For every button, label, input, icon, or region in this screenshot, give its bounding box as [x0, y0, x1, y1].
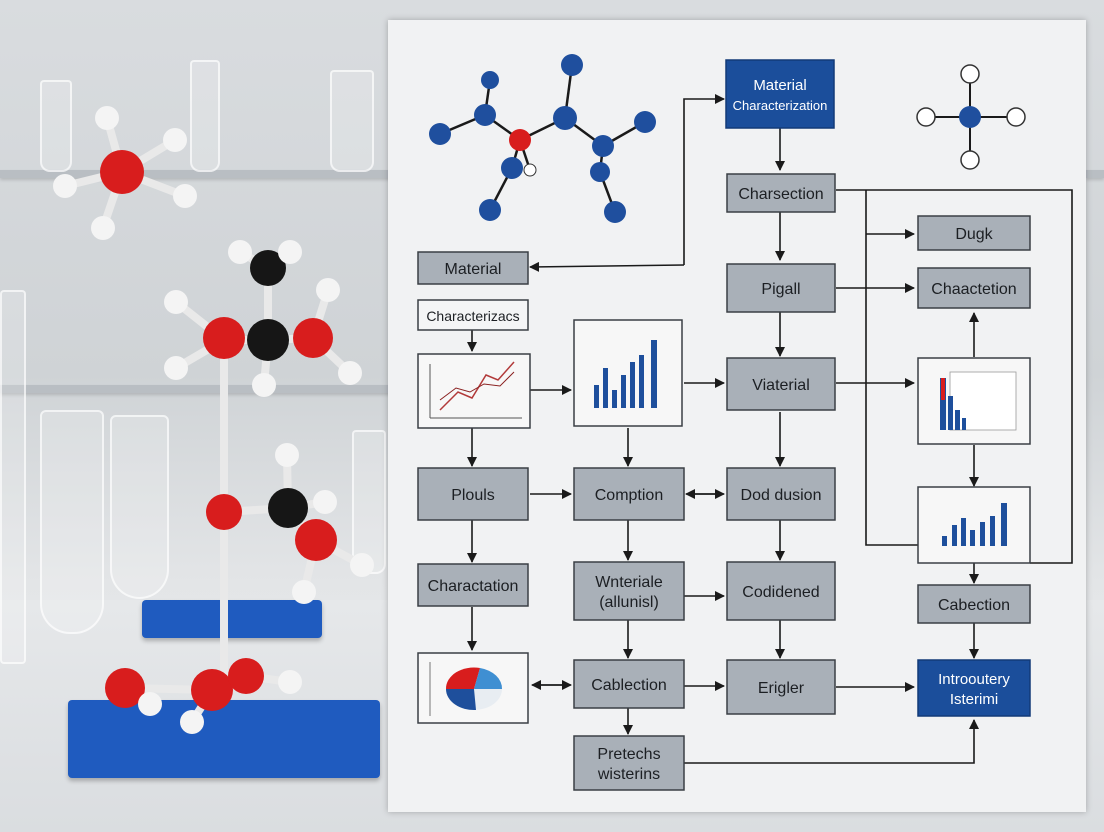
- node-box: [917, 267, 1031, 309]
- node-box: [726, 263, 836, 313]
- shelf-right-upper: [1086, 170, 1104, 178]
- node-box: [726, 357, 836, 411]
- node-box: [917, 215, 1031, 251]
- node-box: [726, 173, 836, 213]
- node-label: Wnteriale: [595, 574, 663, 591]
- node-label: Chaactetion: [931, 281, 1016, 298]
- pie-chart-thumbnail: [417, 652, 529, 724]
- node-chaactetion: Chaactetion: [917, 267, 1031, 309]
- node-cabection: Cabection: [917, 584, 1031, 624]
- node-label: Charactation: [428, 578, 519, 595]
- node-label: Plouls: [451, 487, 495, 504]
- node-box: [573, 659, 685, 709]
- node-box: [417, 299, 529, 331]
- node-box: [417, 467, 529, 521]
- node-label: wisterins: [597, 766, 660, 783]
- node-box: [573, 467, 685, 521]
- glass-column: [0, 290, 26, 664]
- test-tube-rack: [352, 430, 386, 574]
- node-label: Viaterial: [752, 377, 810, 394]
- node-cablection: Cablection: [573, 659, 685, 709]
- node-dod-dusion: Dod dusion: [726, 467, 836, 521]
- node-label: Pigall: [761, 281, 800, 298]
- node-label: Material: [753, 77, 806, 94]
- node-wnteriale: Wnteriale (allunisl): [573, 561, 685, 621]
- node-label: Isterimi: [950, 691, 998, 708]
- line-chart-thumbnail: [417, 353, 531, 429]
- node-charsection: Charsection: [726, 173, 836, 213]
- node-box: [417, 563, 529, 607]
- node-box: [725, 59, 835, 129]
- node-box: [917, 584, 1031, 624]
- node-label: Comption: [595, 487, 663, 504]
- glass-cylinder: [190, 60, 220, 172]
- node-pretechs: Pretechs wisterins: [573, 735, 685, 791]
- node-label: Dugk: [955, 226, 993, 243]
- shelf-upper: [0, 170, 420, 178]
- node-label: Charsection: [738, 186, 823, 203]
- histogram-thumbnail: [917, 357, 1031, 445]
- bar-chart-thumbnail: [917, 486, 1031, 564]
- node-label: Cablection: [591, 677, 667, 694]
- node-material: Material: [417, 251, 529, 285]
- node-plouls: Plouls: [417, 467, 529, 521]
- node-label: Codidened: [742, 584, 819, 601]
- node-box: [726, 561, 836, 621]
- node-label: Characterization: [733, 98, 828, 113]
- erlenmeyer-flask: [40, 410, 104, 634]
- node-characterizacs: Characterizacs: [417, 299, 529, 331]
- node-label: Material: [445, 261, 502, 278]
- node-pigall: Pigall: [726, 263, 836, 313]
- node-viaterial: Viaterial: [726, 357, 836, 411]
- glass-beaker: [330, 70, 374, 172]
- node-label: Cabection: [938, 597, 1010, 614]
- glass-beaker: [40, 80, 72, 172]
- node-box: [573, 735, 685, 791]
- node-codidened: Codidened: [726, 561, 836, 621]
- node-box: [726, 659, 836, 715]
- node-box: [726, 467, 836, 521]
- molecule-model: [429, 54, 656, 223]
- node-dugk: Dugk: [917, 215, 1031, 251]
- molecule-model: [53, 106, 374, 734]
- molecule-model: [916, 64, 1026, 170]
- node-box: [573, 561, 685, 621]
- node-comption: Comption: [573, 467, 685, 521]
- shelf-lower: [0, 385, 420, 393]
- model-stand-base: [68, 700, 380, 778]
- node-box: [417, 251, 529, 285]
- bar-chart-thumbnail: [573, 319, 683, 427]
- node-erigler: Erigler: [726, 659, 836, 715]
- node-label: Characterizacs: [426, 308, 519, 324]
- model-stand-base: [142, 600, 322, 638]
- flowchart-edges: [467, 94, 1073, 764]
- node-label: Erigler: [758, 680, 805, 697]
- node-label: Pretechs: [597, 746, 660, 763]
- node-label: Introoutery: [938, 671, 1010, 688]
- node-label: Dod dusion: [741, 487, 822, 504]
- node-box: [917, 659, 1031, 717]
- node-label: (allunisl): [599, 594, 659, 611]
- node-charactation: Charactation: [417, 563, 529, 607]
- erlenmeyer-flask: [110, 415, 169, 599]
